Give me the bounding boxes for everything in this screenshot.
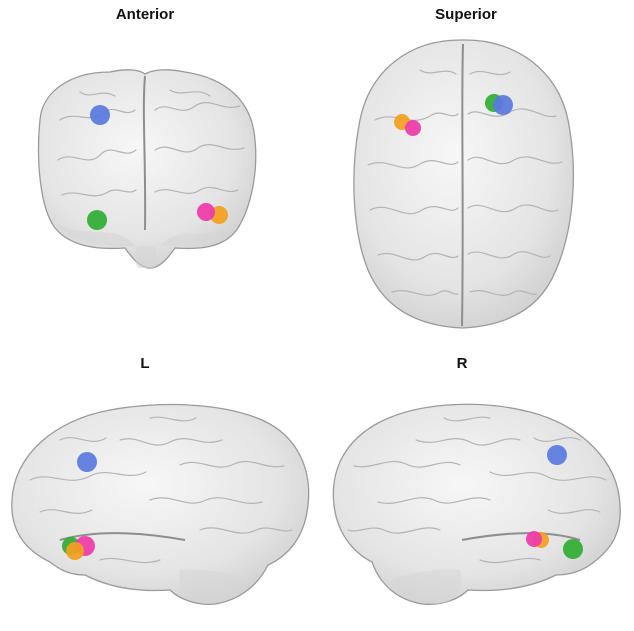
blue-roi-marker <box>90 105 110 125</box>
orange-roi-marker-left <box>66 542 84 560</box>
pink-roi-marker-right <box>526 531 542 547</box>
green-roi-marker <box>87 210 107 230</box>
green-roi-marker-right <box>563 539 583 559</box>
blue-roi-marker-left <box>77 452 97 472</box>
right-view-label: R <box>456 355 468 372</box>
superior-brain-view <box>353 39 574 329</box>
blue-roi-marker-right <box>547 445 567 465</box>
anterior-view-label: Anterior <box>115 6 175 23</box>
left-view-label: L <box>140 355 150 372</box>
pink-roi-marker-superior <box>405 120 421 136</box>
superior-view-label: Superior <box>435 6 497 23</box>
right-lateral-brain-view <box>332 403 621 605</box>
blue-roi-marker-superior <box>493 95 513 115</box>
left-lateral-brain-view <box>11 403 310 605</box>
pink-roi-marker <box>197 203 215 221</box>
anterior-brain-view <box>37 69 257 269</box>
